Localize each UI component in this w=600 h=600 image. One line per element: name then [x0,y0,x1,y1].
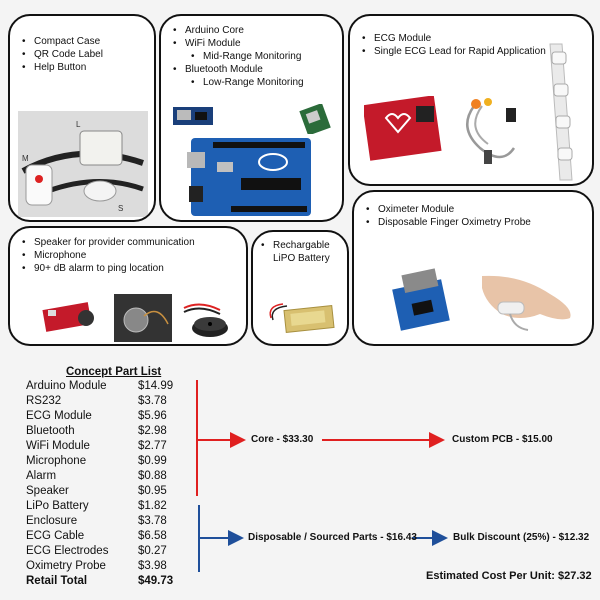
battery-panel: • Rechargable LiPO Battery [251,230,349,346]
bullet-help-button: Help Button [20,61,103,74]
case-letter-l: L [76,120,81,129]
part-name: Bluetooth [26,425,75,437]
part-name: WiFi Module [26,440,90,452]
wifi-module-photo [173,107,213,125]
arduino-board-photo [187,138,311,216]
part-price: $0.27 [138,545,167,557]
part-name: RS232 [26,395,62,407]
bullet-arduino-core: Arduino Core [171,24,304,37]
core-cost-label: Core - $33.30 [251,434,314,445]
battery-bullet-text: Rechargable LiPO Battery [273,240,330,264]
part-name: Enclosure [26,515,78,527]
part-name: ECG Cable [26,530,85,542]
microphone-module-photo [42,302,94,332]
bullet-finger-probe: Disposable Finger Oximetry Probe [364,216,531,229]
bluetooth-module-photo [299,104,331,134]
part-price: $6.58 [138,530,167,542]
communication-panel: Speaker for provider communication Micro… [8,226,248,346]
bulk-discount-label: Bulk Discount (25%) - $12.32 [453,532,590,543]
oximeter-bullets: Oximeter Module Disposable Finger Oximet… [364,203,531,229]
part-price: $0.95 [138,485,167,497]
bullet-speaker: Speaker for provider communication [20,236,195,249]
ecg-module-photo [364,96,442,161]
part-name: Speaker [26,485,69,497]
ecg-panel: ECG Module Single ECG Lead for Rapid App… [348,14,594,186]
part-name: Oximetry Probe [26,560,106,572]
battery-bullet-dot: • [261,240,265,251]
lipo-battery-photo [269,303,335,333]
bullet-compact-case: Compact Case [20,35,103,48]
part-price: $3.78 [138,395,167,407]
core-bullets: Arduino Core WiFi Module Mid-Range Monit… [171,24,304,89]
part-price: $3.78 [138,515,167,527]
part-name: ECG Module [26,410,92,422]
bullet-ecg-module: ECG Module [360,32,546,45]
oximeter-panel: Oximeter Module Disposable Finger Oximet… [352,190,594,346]
bullet-microphone: Microphone [20,249,195,262]
core-panel: Arduino Core WiFi Module Mid-Range Monit… [159,14,344,222]
rs232-module-photo [392,268,450,331]
part-name: Arduino Module [26,380,107,392]
bullet-low-range: Low-Range Monitoring [171,76,304,89]
part-price: $3.98 [138,560,167,572]
case-bullets: Compact Case QR Code Label Help Button [20,35,103,74]
part-list-title: Concept Part List [66,366,162,378]
part-price: $0.99 [138,455,167,467]
battery-bullet: • Rechargable LiPO Battery [261,239,347,265]
part-price: $1.82 [138,500,167,512]
bullet-oximeter-module: Oximeter Module [364,203,531,216]
case-panel: Compact Case QR Code Label Help Button L… [8,14,156,222]
part-name: ECG Electrodes [26,545,109,557]
case-photo: L M S [18,111,148,217]
finger-probe-photo [482,275,571,331]
disposable-cost-label: Disposable / Sourced Parts - $16.43 [248,532,417,543]
speaker-photo [114,294,172,342]
estimated-cost-label: Estimated Cost Per Unit: $27.32 [426,570,592,582]
part-name: Microphone [26,455,87,467]
bullet-mid-range: Mid-Range Monitoring [171,50,304,63]
part-name: LiPo Battery [26,500,89,512]
bullet-bluetooth-module: Bluetooth Module [171,63,304,76]
part-name: Alarm [26,470,57,482]
ecg-cable-photo [466,98,516,164]
bullet-wifi-module: WiFi Module [171,37,304,50]
bullet-qr-code-label: QR Code Label [20,48,103,61]
part-price: $0.88 [138,470,167,482]
case-letter-m: M [22,154,29,163]
alarm-buzzer-photo [183,303,228,337]
ecg-electrodes-photo [549,43,573,181]
part-price: $5.96 [138,410,167,422]
retail-total-label: Retail Total [26,575,88,587]
part-price: $14.99 [138,380,174,392]
communication-bullets: Speaker for provider communication Micro… [20,236,195,275]
retail-total-value: $49.73 [138,575,174,587]
part-price: $2.98 [138,425,167,437]
bullet-alarm: 90+ dB alarm to ping location [20,262,195,275]
custom-pcb-label: Custom PCB - $15.00 [452,434,553,445]
part-price: $2.77 [138,440,167,452]
ecg-bullets: ECG Module Single ECG Lead for Rapid App… [360,32,546,58]
case-letter-s: S [118,204,123,213]
bullet-single-ecg-lead: Single ECG Lead for Rapid Application [360,45,546,58]
